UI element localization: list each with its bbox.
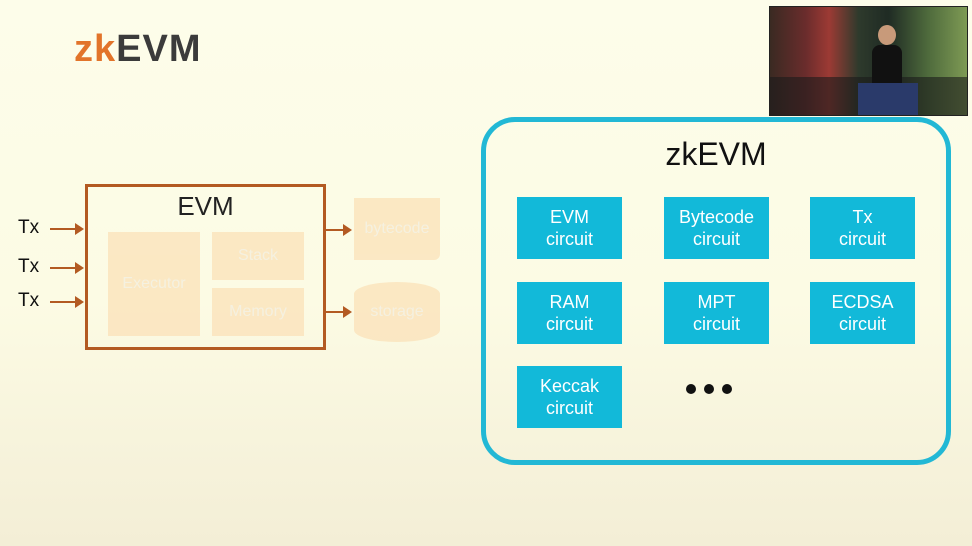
evm-label: EVM: [177, 191, 234, 221]
title-evm: EVM: [116, 28, 202, 70]
speaker-video-thumbnail: [769, 6, 968, 116]
evm-block: EVM Executor Stack Memory: [85, 184, 326, 350]
tx-input-2: Tx: [18, 256, 40, 277]
circuit-suffix: circuit: [692, 229, 740, 249]
tx-arrow-1: [50, 223, 84, 235]
speaker-head: [878, 25, 896, 45]
stack-box: Stack: [212, 232, 304, 280]
tx-input-3: Tx: [18, 290, 40, 311]
title-zk: zk: [74, 28, 117, 70]
tx-arrow-2: [50, 262, 84, 274]
circuit-name: ECDSA: [831, 292, 894, 312]
circuit-suffix: circuit: [838, 314, 886, 334]
executor-box: Executor: [108, 232, 200, 336]
circuit-suffix: circuit: [838, 229, 886, 249]
tx-arrow-3: [50, 296, 84, 308]
podium: [858, 83, 918, 115]
circuit-suffix: circuit: [545, 314, 593, 334]
memory-box: Memory: [212, 288, 304, 336]
circuit-name: Bytecode: [678, 207, 755, 227]
circuit-name: MPT: [697, 292, 736, 312]
circuit-name: Tx: [852, 207, 873, 227]
tx-input-1: Tx: [18, 217, 40, 238]
more-circuits-ellipsis: [686, 384, 732, 394]
circuit-name: Keccak: [539, 376, 600, 396]
slide-title: zkEVM: [74, 28, 202, 71]
bytecode-arrow: [323, 224, 352, 236]
bytecode-box: bytecode: [354, 198, 440, 260]
storage-cylinder: storage: [354, 282, 440, 342]
circuit-suffix: circuit: [692, 314, 740, 334]
zkevm-panel: zkEVM: [481, 117, 951, 465]
circuit-suffix: circuit: [545, 398, 593, 418]
circuit-suffix: circuit: [545, 229, 593, 249]
circuit-name: RAM: [549, 292, 590, 312]
storage-arrow: [323, 306, 352, 318]
circuit-name: EVM: [549, 207, 589, 227]
zkevm-panel-label: zkEVM: [665, 136, 767, 172]
